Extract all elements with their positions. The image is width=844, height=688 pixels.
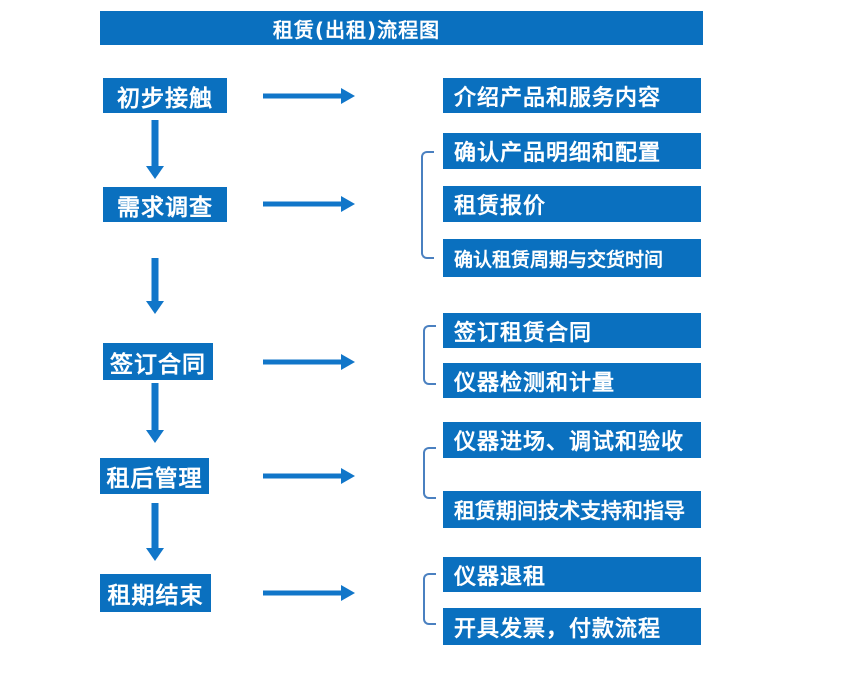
arrow-shaft — [263, 590, 342, 596]
arrow-shaft — [263, 201, 342, 207]
output-box: 仪器进场、调试和验收 — [443, 422, 701, 458]
arrow-head — [341, 468, 355, 484]
arrow-shaft — [151, 383, 159, 431]
arrow-shaft — [263, 473, 342, 479]
group-bracket-sign-contract — [423, 325, 436, 385]
down-arrow-2 — [146, 258, 164, 314]
output-box: 签订租赁合同 — [443, 313, 701, 348]
output-box: 租赁期间技术支持和指导 — [443, 491, 701, 528]
step-label: 租期结束 — [107, 583, 204, 609]
output-box: 租赁报价 — [443, 186, 701, 222]
output-box: 仪器退租 — [443, 557, 701, 592]
arrow-head — [341, 585, 355, 601]
arrow-shaft — [263, 93, 342, 99]
output-label: 租赁报价 — [454, 194, 547, 219]
output-box: 介绍产品和服务内容 — [443, 78, 701, 113]
step-rental-end: 租期结束 — [100, 574, 211, 612]
output-label: 确认产品明细和配置 — [454, 141, 662, 166]
output-box: 仪器检测和计量 — [443, 363, 701, 398]
arrow-head — [146, 301, 164, 314]
output-label: 开具发票，付款流程 — [454, 616, 662, 642]
arrow-head — [341, 354, 355, 370]
page-title: 租赁(出租)流程图 — [272, 17, 441, 42]
down-arrow-1 — [146, 120, 164, 179]
output-box: 确认租赁周期与交货时间 — [443, 239, 701, 277]
down-arrow-3 — [146, 383, 164, 443]
step-label: 租后管理 — [106, 466, 203, 492]
down-arrow-4 — [146, 503, 164, 561]
output-label: 仪器检测和计量 — [454, 370, 616, 396]
step-sign-contract: 签订合同 — [103, 343, 213, 380]
output-label: 签订租赁合同 — [454, 320, 593, 346]
arrow-shaft — [151, 120, 159, 167]
arrow-head — [341, 196, 355, 212]
arrow-shaft — [263, 359, 342, 365]
output-label: 介绍产品和服务内容 — [454, 85, 662, 111]
step-label: 初步接触 — [117, 85, 213, 112]
arrow-shaft — [151, 258, 159, 302]
output-label: 仪器进场、调试和验收 — [454, 430, 685, 455]
arrow-head — [146, 166, 164, 179]
group-bracket-rental-end — [423, 573, 436, 625]
arrow-head — [146, 430, 164, 443]
group-bracket-demand-survey — [421, 151, 434, 259]
right-arrow-2 — [263, 196, 355, 212]
step-initial-contact: 初步接触 — [103, 78, 227, 113]
output-label: 仪器退租 — [454, 564, 547, 590]
output-label: 确认租赁周期与交货时间 — [454, 248, 664, 271]
output-box: 确认产品明细和配置 — [443, 133, 701, 169]
right-arrow-3 — [263, 354, 355, 370]
arrow-head — [341, 88, 355, 104]
group-bracket-post-rental — [423, 447, 436, 499]
step-post-rental-management: 租后管理 — [100, 458, 209, 494]
step-label: 需求调查 — [117, 194, 213, 221]
right-arrow-5 — [263, 585, 355, 601]
right-arrow-4 — [263, 468, 355, 484]
output-label: 租赁期间技术支持和指导 — [454, 498, 685, 523]
output-box: 开具发票，付款流程 — [443, 608, 701, 645]
arrow-head — [146, 548, 164, 561]
right-arrow-1 — [263, 88, 355, 104]
title-bar: 租赁(出租)流程图 — [100, 11, 703, 45]
step-label: 签订合同 — [110, 351, 206, 378]
step-demand-survey: 需求调查 — [103, 187, 227, 222]
arrow-shaft — [151, 503, 159, 549]
